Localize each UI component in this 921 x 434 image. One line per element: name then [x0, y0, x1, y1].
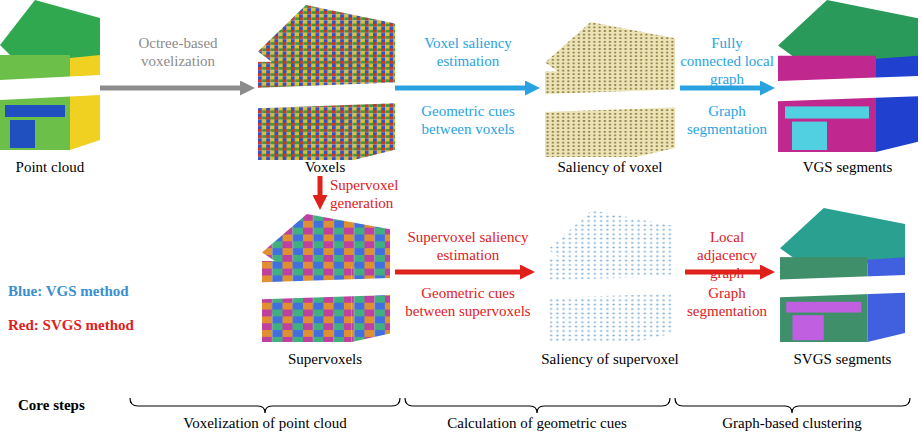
step-label: Supervoxel generation [330, 176, 420, 212]
annotation-text: Blue: VGS method [8, 282, 168, 300]
annotation-text: Calculation of geometric cues [407, 414, 667, 432]
image-panel: Point cloud [0, 0, 100, 176]
panel-caption: Voxels [305, 158, 346, 176]
panel-caption: Saliency of voxel [558, 158, 663, 176]
voxel-saliency-image [545, 22, 675, 157]
supervoxels-image [262, 214, 390, 342]
panel-caption: Point cloud [16, 158, 85, 176]
annotation-text: Graph segmentation [680, 102, 775, 138]
step-braces [130, 398, 910, 413]
image-panel: SVGS segments [775, 205, 910, 368]
panel-caption: SVGS segments [794, 350, 892, 368]
brace [675, 398, 910, 413]
step-label: Octree-based voxelization [118, 34, 238, 70]
step-label: Voxel saliency estimation [401, 34, 536, 70]
image-panel: Supervoxels [255, 210, 395, 368]
annotation-text: Core steps [18, 396, 128, 414]
image-panel: VGS segments [775, 0, 920, 176]
voxels-image [258, 5, 395, 160]
brace [405, 398, 670, 413]
panel-caption: Saliency of supervoxel [541, 350, 678, 368]
image-panel: Saliency of voxel [540, 20, 680, 176]
annotation-text: Voxelization of point cloud [130, 414, 400, 432]
annotation-text: Red: SVGS method [8, 316, 168, 334]
flow-arrow [395, 86, 525, 91]
annotation-text: Geometric cues between voxels [401, 102, 536, 138]
point-cloud-image [0, 0, 100, 150]
annotation-text: Geometric cues between supervoxels [401, 284, 536, 320]
brace [130, 398, 400, 413]
flow-arrow [395, 270, 520, 275]
panel-caption: VGS segments [803, 158, 893, 176]
vgs-segments-image [778, 0, 918, 152]
image-panel: Saliency of supervoxel [535, 205, 685, 368]
supervoxel-saliency-image [548, 210, 673, 342]
panel-caption: Supervoxels [288, 350, 362, 368]
step-label: Fully connected local graph [680, 34, 775, 88]
flow-arrow [680, 86, 760, 91]
step-label: Local adjacency graph [680, 228, 775, 282]
svgs-segments-image [780, 208, 905, 342]
flow-arrow [685, 270, 760, 275]
annotation-text: Graph-based clustering [675, 414, 910, 432]
flow-arrow [318, 176, 323, 195]
annotation-text: Graph segmentation [680, 284, 775, 320]
step-label: Supervoxel saliency estimation [401, 228, 536, 264]
flow-arrow [100, 86, 240, 91]
image-panel: Voxels [255, 5, 395, 176]
